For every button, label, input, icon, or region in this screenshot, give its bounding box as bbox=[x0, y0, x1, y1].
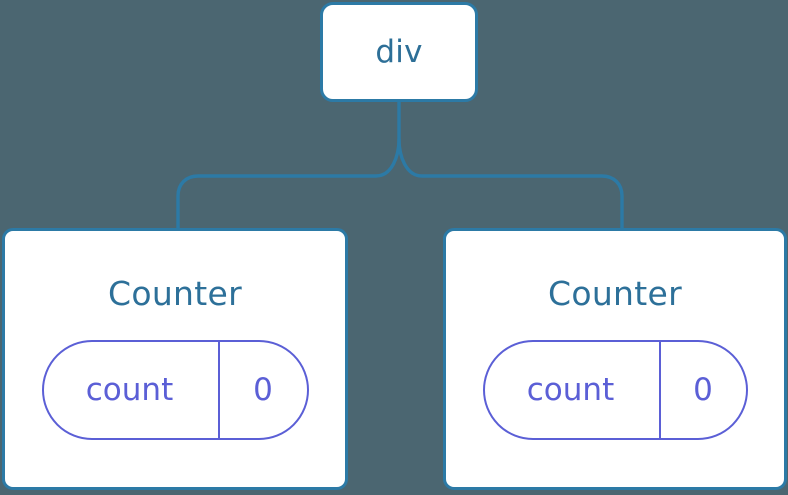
state-pill[interactable]: count 0 bbox=[482, 340, 748, 440]
root-node-label: div bbox=[375, 33, 423, 70]
connector-branch-right bbox=[397, 138, 624, 228]
state-value: 0 bbox=[658, 342, 746, 438]
node-root-div[interactable]: div bbox=[320, 2, 478, 102]
component-title: Counter bbox=[548, 274, 682, 313]
state-value: 0 bbox=[217, 342, 307, 438]
connector-branch-left bbox=[176, 138, 401, 228]
state-key: count bbox=[85, 371, 174, 408]
node-component-counter-2[interactable]: Counter count 0 bbox=[443, 228, 787, 490]
node-component-counter-1[interactable]: Counter count 0 bbox=[2, 228, 348, 490]
component-title: Counter bbox=[108, 274, 242, 313]
state-key: count bbox=[526, 371, 615, 408]
state-pill[interactable]: count 0 bbox=[41, 340, 309, 440]
